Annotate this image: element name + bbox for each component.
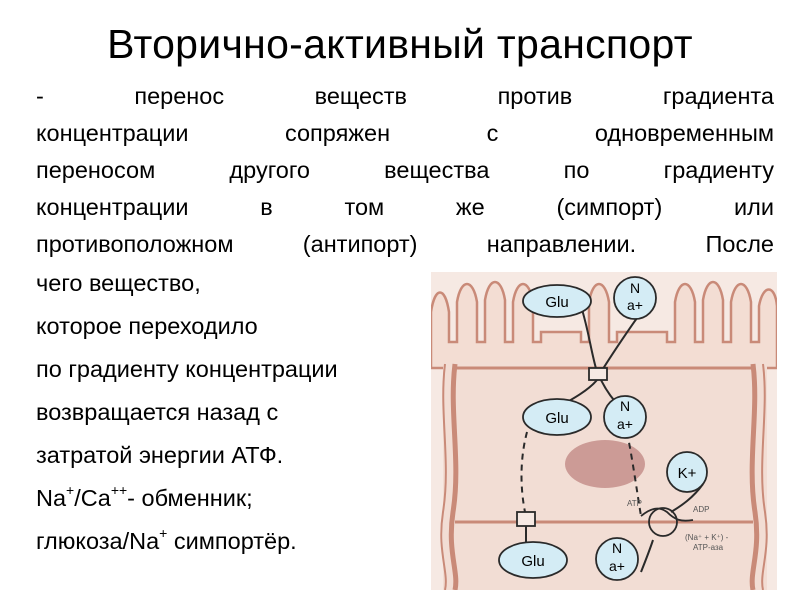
text-line-2: концентрации сопряжен с одновременным <box>36 120 774 146</box>
slide-title: Вторично-активный транспорт <box>107 21 693 67</box>
text-line-3: переносом другого вещества по градиенту <box>36 157 774 183</box>
na-bubble-top <box>613 276 657 320</box>
diagram-svg: ATP ADP (Na⁺ + K⁺) - ATP-аза Glu Glu Glu… <box>431 272 777 590</box>
cell-transport-diagram: ATP ADP (Na⁺ + K⁺) - ATP-аза Glu Glu Glu… <box>431 272 777 590</box>
exchanger-sup-1: + <box>66 482 75 499</box>
glu-bubble-bottom <box>498 541 568 579</box>
glu-bubble-top <box>522 284 592 318</box>
na-label-bottom-2: a+ <box>609 558 625 574</box>
glu-diffusion-path <box>520 431 528 513</box>
glu-bubble-mid <box>522 398 592 436</box>
exchanger-line: Na+/Ca++- обменник; <box>36 480 774 517</box>
exchanger-sup-2: ++ <box>110 482 128 499</box>
text-line-5: противоположном (антипорт) направлении. … <box>36 231 774 257</box>
exchanger-middle: /Ca <box>74 485 111 511</box>
na-label-bottom-1: N <box>612 540 622 556</box>
nucleus <box>565 440 645 488</box>
pump-label-2: ATP-аза <box>693 543 724 552</box>
na-label-top-1: N <box>630 280 640 296</box>
k-label: K+ <box>678 465 697 482</box>
symporter-line: глюкоза/Na+ симпортёр. <box>36 523 774 560</box>
glu-label-top: Glu <box>545 294 568 311</box>
text-line-8: по градиенту концентрации <box>36 356 338 382</box>
na-bubble-bottom <box>595 537 639 581</box>
na-label-mid-1: N <box>620 398 630 414</box>
na-label-mid-2: a+ <box>617 416 633 432</box>
symporter-suffix: симпортёр. <box>167 528 297 554</box>
adp-label: ADP <box>693 505 709 514</box>
text-line-4: концентрации в том же (симпорт) или <box>36 194 774 220</box>
pump-label-1: (Na⁺ + K⁺) - <box>685 533 729 542</box>
na-bubble-mid <box>603 395 647 439</box>
exchanger-suffix: - обменник; <box>127 485 253 511</box>
na-label-top-2: a+ <box>627 297 643 313</box>
pump-circle <box>648 507 678 537</box>
text-line-6: чего вещество, <box>36 270 201 296</box>
atp-label: ATP <box>627 499 642 508</box>
na-diffusion-path <box>626 431 642 517</box>
na-pump-exit <box>640 539 654 573</box>
right-membrane-inner <box>761 363 768 590</box>
atp-arrow <box>640 507 694 522</box>
symporter-prefix: глюкоза/Na <box>36 528 160 554</box>
microvilli-border <box>431 280 777 370</box>
text-line-10: затратой энергии АТФ. <box>36 442 284 468</box>
right-membrane <box>749 363 760 590</box>
glu-label-bottom: Glu <box>521 553 544 570</box>
glu-transporter-box <box>516 511 536 527</box>
exchanger-prefix: Na <box>36 485 67 511</box>
symporter-sup: + <box>159 525 168 542</box>
text-line-7: которое переходило <box>36 313 258 339</box>
text-line-9: возвращается назад с <box>36 399 279 425</box>
left-membrane <box>448 363 459 590</box>
symporter-box <box>588 367 608 381</box>
glu-label-mid: Glu <box>545 410 568 427</box>
text-line-1: - перенос веществ против градиента <box>36 83 774 109</box>
glu-entry-line <box>580 305 598 373</box>
k-bubble <box>666 451 708 493</box>
left-membrane-inner <box>440 363 447 590</box>
